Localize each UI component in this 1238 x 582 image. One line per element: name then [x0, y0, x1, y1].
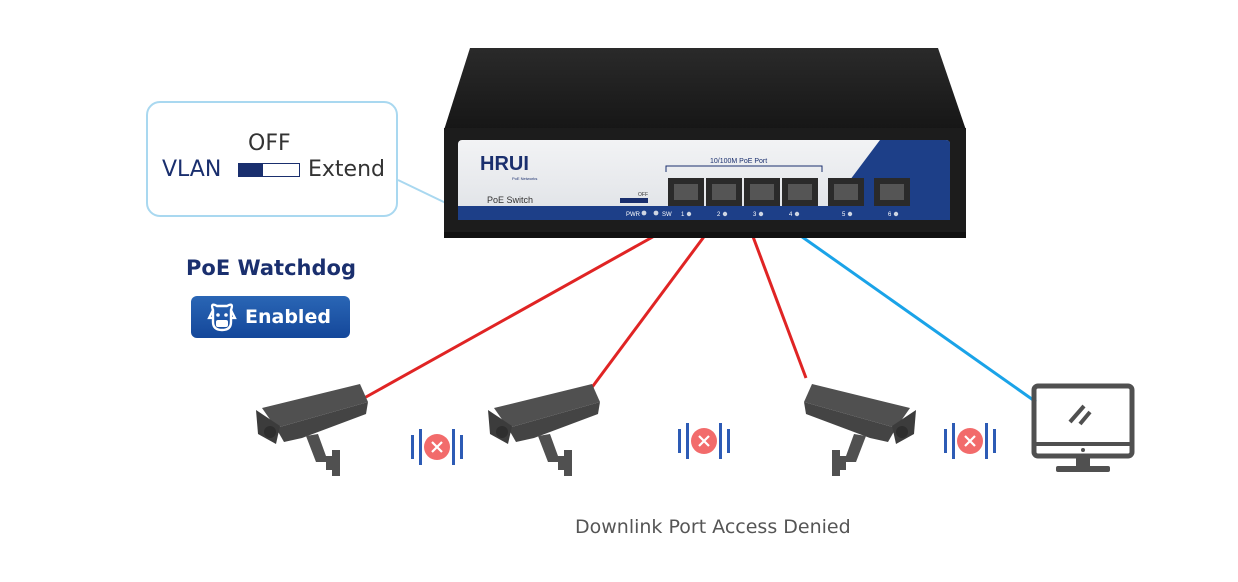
camera-icon	[488, 384, 600, 476]
watchdog-title: PoE Watchdog	[186, 256, 356, 280]
link-port-2	[588, 233, 708, 391]
diagram-caption: Downlink Port Access Denied	[575, 516, 851, 538]
brand-subtitle: PoE Networks	[512, 176, 537, 181]
port-number: 2	[717, 212, 721, 218]
pwr-label: PWR	[626, 212, 641, 218]
access-denied-icon	[678, 423, 730, 459]
watchdog-icon	[207, 303, 237, 332]
watchdog-status-badge: Enabled	[191, 296, 350, 338]
ethernet-port	[706, 178, 742, 206]
brand-logo: HRUI	[480, 153, 529, 175]
ethernet-port	[668, 178, 704, 206]
extend-label: Extend	[308, 157, 385, 182]
switch-state-label: OFF	[248, 131, 291, 156]
sw-label: SW	[662, 212, 672, 218]
camera-icon	[256, 384, 368, 476]
ethernet-port	[828, 178, 864, 206]
ethernet-port	[744, 178, 780, 206]
monitor-icon	[1031, 383, 1135, 472]
port-number: 6	[888, 212, 892, 218]
watchdog-status-label: Enabled	[245, 306, 331, 328]
dip-switch-knob	[239, 164, 263, 176]
link-port-1	[356, 232, 659, 404]
vlan-label: VLAN	[162, 157, 222, 182]
access-denied-icon	[944, 423, 996, 459]
ethernet-port	[782, 178, 818, 206]
dip-switch	[238, 163, 300, 177]
link-port-3	[750, 233, 808, 379]
ethernet-port	[874, 178, 910, 206]
port-number: 4	[789, 212, 793, 218]
access-denied-icon	[411, 429, 463, 465]
poe-switch: HRUI PoE Networks PoE Switch OFF PWR SW …	[444, 48, 966, 238]
dip-switch-callout: OFF VLAN Extend	[146, 101, 398, 217]
mini-switch-label: OFF	[638, 192, 648, 198]
link-port-4	[797, 232, 1037, 404]
camera-icon	[804, 384, 916, 476]
model-label: PoE Switch	[487, 195, 533, 205]
port-number: 3	[753, 212, 757, 218]
port-number: 5	[842, 212, 846, 218]
port-number: 1	[681, 212, 685, 218]
port-group-label: 10/100M PoE Port	[710, 158, 767, 165]
